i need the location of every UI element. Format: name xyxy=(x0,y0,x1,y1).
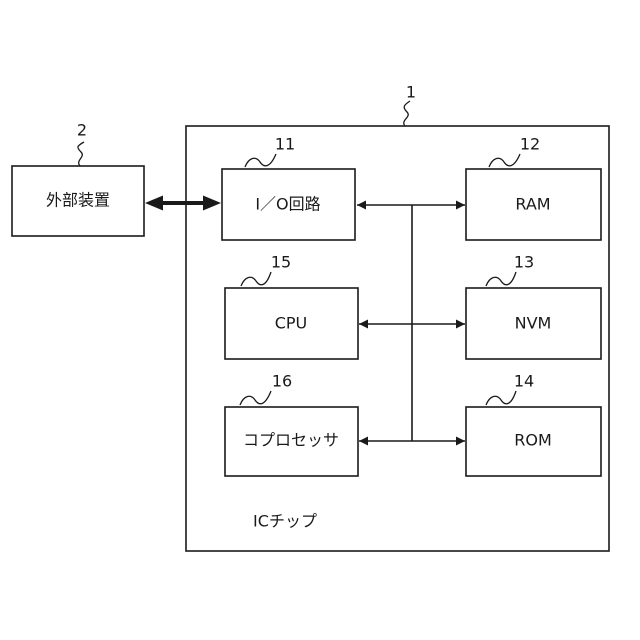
ref-number-coprocessor: 16 xyxy=(272,372,292,391)
arrowhead-to-external-device xyxy=(145,196,163,211)
coprocessor-label: コプロセッサ xyxy=(243,431,339,450)
ref-number-cpu: 15 xyxy=(271,253,291,272)
external-device-label: 外部装置 xyxy=(46,191,110,210)
ref-number-rom: 14 xyxy=(514,372,534,391)
leader-line-chip xyxy=(404,101,410,126)
io-circuit-label: I／O回路 xyxy=(255,195,320,214)
leader-line-external-device xyxy=(78,142,84,166)
ref-number-external-device: 2 xyxy=(77,121,87,140)
ref-number-nvm: 13 xyxy=(514,253,534,272)
cpu-label: CPU xyxy=(275,314,308,333)
ram-label: RAM xyxy=(515,195,550,214)
ic-chip-label: ICチップ xyxy=(253,512,317,531)
ref-number-io-circuit: 11 xyxy=(275,135,295,154)
ref-number-ram: 12 xyxy=(520,135,540,154)
ref-number-chip: 1 xyxy=(406,83,416,102)
nvm-label: NVM xyxy=(515,314,552,333)
rom-label: ROM xyxy=(514,431,552,450)
